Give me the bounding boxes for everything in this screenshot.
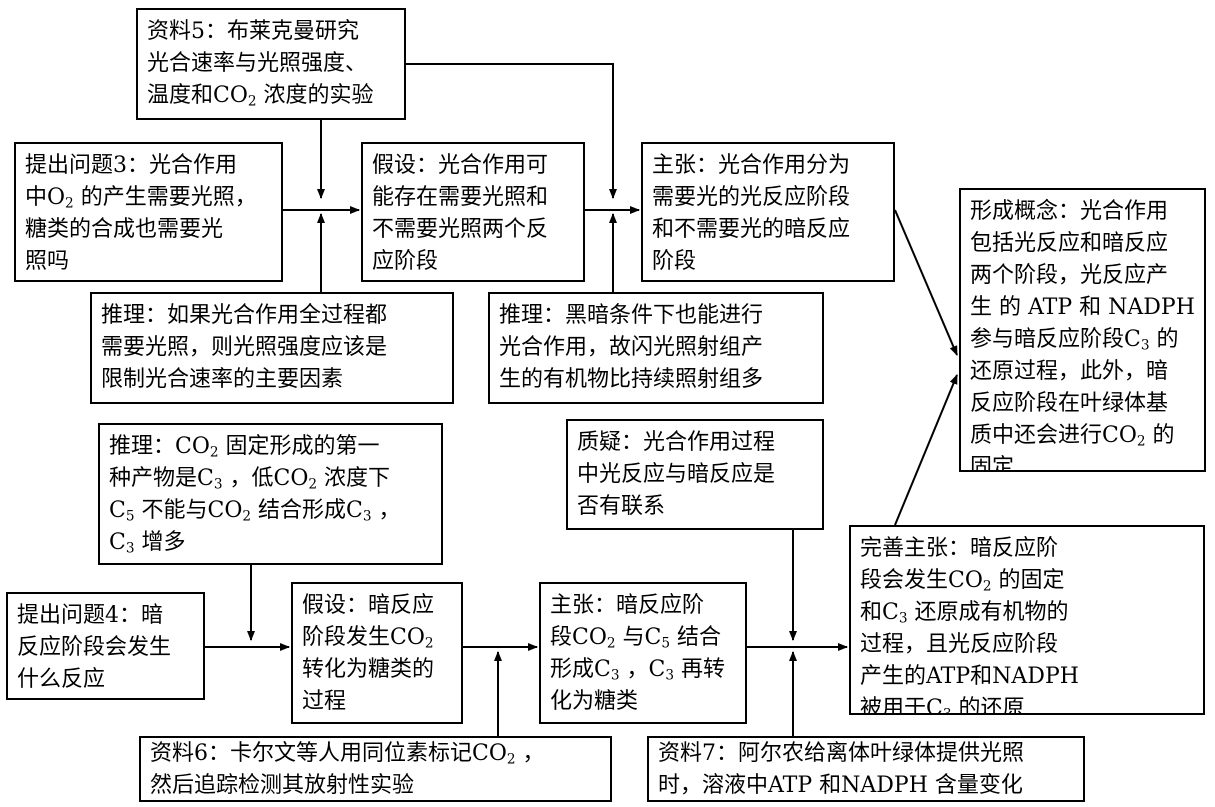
box-text-line: 主张：光合作用分为 <box>652 153 851 178</box>
box-text-line: 糖类的合成也需要光 <box>25 217 224 242</box>
box-text-line: 不需要光照两个反 <box>372 217 549 242</box>
box-text-line: C5 不能与CO2 结合形成C3 ， <box>109 498 401 525</box>
box-text-line: 转化为糖类的 <box>302 657 435 682</box>
box-text-line: 包括光反应和暗反应 <box>970 231 1169 256</box>
box-text-line: 能存在需要光照和 <box>372 185 549 210</box>
box-text-line: 段CO2 与C5 结合 <box>550 625 722 652</box>
box-text-line: 资料5：布莱克曼研究 <box>147 19 359 44</box>
box-text-line: 需要光的光反应阶段 <box>652 185 851 210</box>
box-text-line: 需要光照，则光照强度应该是 <box>101 335 388 360</box>
box-text-line: 推理：如果光合作用全过程都 <box>101 303 388 328</box>
box-text-line: 段会发生CO2 的固定 <box>860 568 1065 595</box>
box-text-line: 假设：暗反应 <box>302 593 435 618</box>
box-text-line: 和C3 还原成有机物的 <box>860 600 1069 627</box>
box-text-line: 种产物是C3 ，低CO2 浓度下 <box>109 466 391 493</box>
box-text-line: 质中还会进行CO2 的 <box>970 423 1175 450</box>
box-text-line: 和不需要光的暗反应 <box>652 217 851 242</box>
box-text-line: 时，溶液中ATP 和NADPH 含量变化 <box>658 773 1023 798</box>
box-text-line: 参与暗反应阶段C3 的 <box>970 327 1179 354</box>
box-text-line: 提出问题3：光合作用 <box>25 153 237 178</box>
box-text-line: 中O2 的产生需要光照， <box>25 185 257 212</box>
box-text-line: 过程 <box>302 689 347 714</box>
concept-box: 形成概念：光合作用包括光反应和暗反应两个阶段，光反应产生 的 ATP 和 NAD… <box>959 188 1206 472</box>
box-text-line: 推理：黑暗条件下也能进行 <box>499 303 764 328</box>
box-text-line: 光合速率与光照强度、 <box>147 51 368 76</box>
box-text-line: 阶段发生CO2 <box>302 625 434 652</box>
hypothesis2-box: 假设：暗反应阶段发生CO2 转化为糖类的过程 <box>291 582 463 724</box>
box-text-line: 反应阶段在叶绿体基 <box>970 391 1169 416</box>
hypothesis1-box: 假设：光合作用可能存在需要光照和不需要光照两个反应阶段 <box>361 142 585 282</box>
box-text-line: 产生的ATP和NADPH <box>860 664 1079 689</box>
box-text-line: 反应阶段会发生 <box>17 635 172 660</box>
box-text-line: 什么反应 <box>17 667 106 692</box>
reasoning2-box: 推理：黑暗条件下也能进行光合作用，故闪光照射组产生的有机物比持续照射组多 <box>488 292 824 404</box>
box-text-line: 阶段 <box>652 249 697 274</box>
material6-box: 资料6：卡尔文等人用同位素标记CO2 ， 然后追踪检测其放射性实验 <box>139 736 612 802</box>
box-text-line: 限制光合速率的主要因素 <box>101 367 344 392</box>
question3-box: 提出问题3：光合作用中O2 的产生需要光照， 糖类的合成也需要光照吗 <box>14 142 283 282</box>
reasoning1-box: 推理：如果光合作用全过程都需要光照，则光照强度应该是限制光合速率的主要因素 <box>90 292 454 404</box>
box-text-line: 温度和CO2 浓度的实验 <box>147 83 374 110</box>
box-text-line: 形成C3 ，C3 再转 <box>550 657 726 684</box>
box-text-line: 中光反应与暗反应是 <box>577 462 776 487</box>
box-text-line: 资料7：阿尔农给离体叶绿体提供光照 <box>658 741 1024 766</box>
box-text-line: 光合作用，故闪光照射组产 <box>499 335 764 360</box>
box-text-line: 资料6：卡尔文等人用同位素标记CO2 ， <box>150 741 545 768</box>
box-text-line: 推理：CO2 固定形成的第一 <box>109 434 380 461</box>
box-text-line: 两个阶段，光反应产 <box>970 263 1169 288</box>
claim2-box: 主张：暗反应阶段CO2 与C5 结合形成C3 ，C3 再转化为糖类 <box>539 582 747 724</box>
box-text-line: 假设：光合作用可 <box>372 153 549 178</box>
box-text-line: 提出问题4：暗 <box>17 603 163 628</box>
box-text-line: 还原过程，此外，暗 <box>970 359 1169 384</box>
box-text-line: 应阶段 <box>372 249 439 274</box>
box-text-line: 过程，且光反应阶段 <box>860 632 1059 657</box>
box-text-line: 生 的 ATP 和 NADPH <box>970 295 1195 320</box>
box-text-line: 被用于C3 的还原 <box>860 696 1025 715</box>
box-text-line: 主张：暗反应阶 <box>550 593 705 618</box>
doubt-box: 质疑：光合作用过程中光反应与暗反应是否有联系 <box>566 419 824 530</box>
box-text-line: 然后追踪检测其放射性实验 <box>150 773 415 798</box>
arrow-claim1-concept <box>894 209 958 356</box>
box-text-line: 固定 <box>970 455 1015 472</box>
box-text-line: 质疑：光合作用过程 <box>577 430 776 455</box>
box-text-line: 照吗 <box>25 249 70 274</box>
box-text-line: 完善主张：暗反应阶 <box>860 536 1059 561</box>
reasoning3-box: 推理：CO2 固定形成的第一种产物是C3 ，低CO2 浓度下 C5 不能与CO2 … <box>98 423 443 565</box>
material7-box: 资料7：阿尔农给离体叶绿体提供光照时，溶液中ATP 和NADPH 含量变化 <box>647 736 1085 802</box>
refined-box: 完善主张：暗反应阶段会发生CO2 的固定和C3 还原成有机物的过程，且光反应阶段… <box>849 525 1205 715</box>
box-text-line: C3 增多 <box>109 530 186 557</box>
material5-box: 资料5：布莱克曼研究光合速率与光照强度、温度和CO2 浓度的实验 <box>136 8 406 120</box>
claim1-box: 主张：光合作用分为需要光的光反应阶段和不需要光的暗反应阶段 <box>641 142 895 282</box>
arrow-refined-concept <box>894 374 958 526</box>
question4-box: 提出问题4：暗反应阶段会发生什么反应 <box>6 592 205 700</box>
box-text-line: 化为糖类 <box>550 689 639 714</box>
box-text-line: 生的有机物比持续照射组多 <box>499 367 764 392</box>
arrow-material5-right <box>406 63 617 199</box>
box-text-line: 否有联系 <box>577 494 666 519</box>
box-text-line: 形成概念：光合作用 <box>970 199 1169 224</box>
